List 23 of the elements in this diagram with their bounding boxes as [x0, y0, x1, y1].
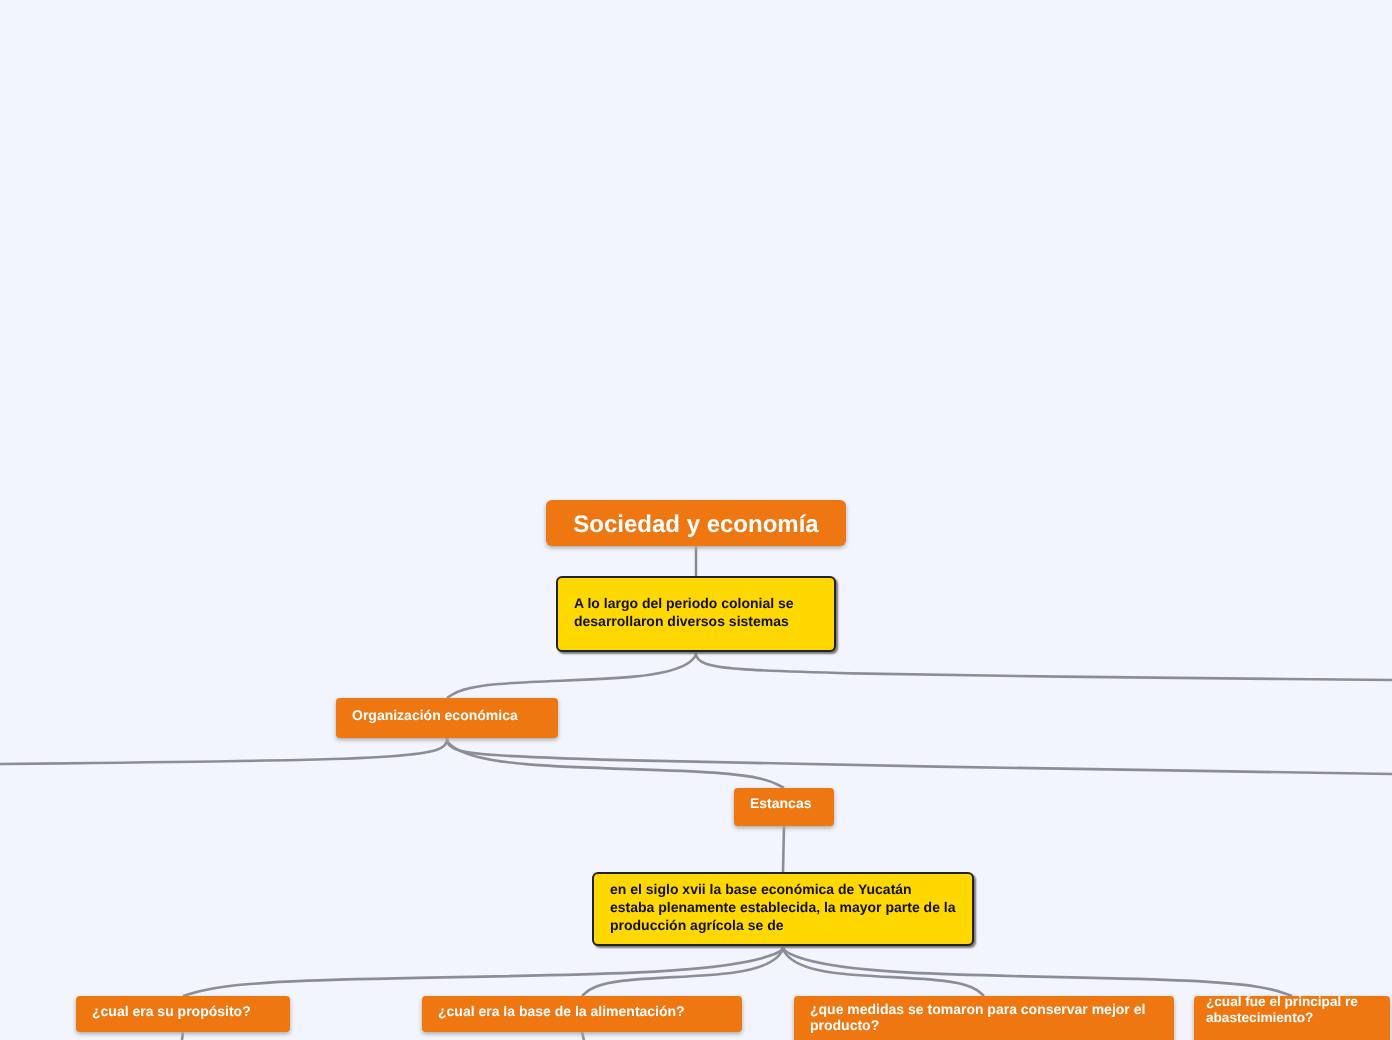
note-box — [556, 576, 836, 652]
connector-line — [781, 945, 1293, 998]
connector-line — [781, 945, 985, 997]
topic-box — [336, 698, 558, 738]
topic-box — [76, 996, 290, 1032]
connector-line — [694, 651, 1392, 682]
connector-line — [180, 1031, 185, 1040]
connector-line — [445, 737, 785, 790]
connector-line — [581, 945, 785, 997]
connector-line — [580, 1031, 586, 1040]
connector-line — [0, 737, 449, 766]
connector-line — [781, 825, 786, 873]
topic-box — [422, 996, 742, 1032]
connector-line — [446, 651, 698, 700]
connector-line — [694, 546, 698, 576]
note-box — [592, 872, 974, 946]
title-box — [546, 500, 846, 546]
topic-box — [1194, 996, 1390, 1040]
connector-line — [445, 737, 1392, 776]
connector-line — [182, 945, 785, 998]
topic-box — [794, 996, 1174, 1040]
topic-box — [734, 788, 834, 826]
node-text: Sociedad y economía — [573, 509, 819, 537]
